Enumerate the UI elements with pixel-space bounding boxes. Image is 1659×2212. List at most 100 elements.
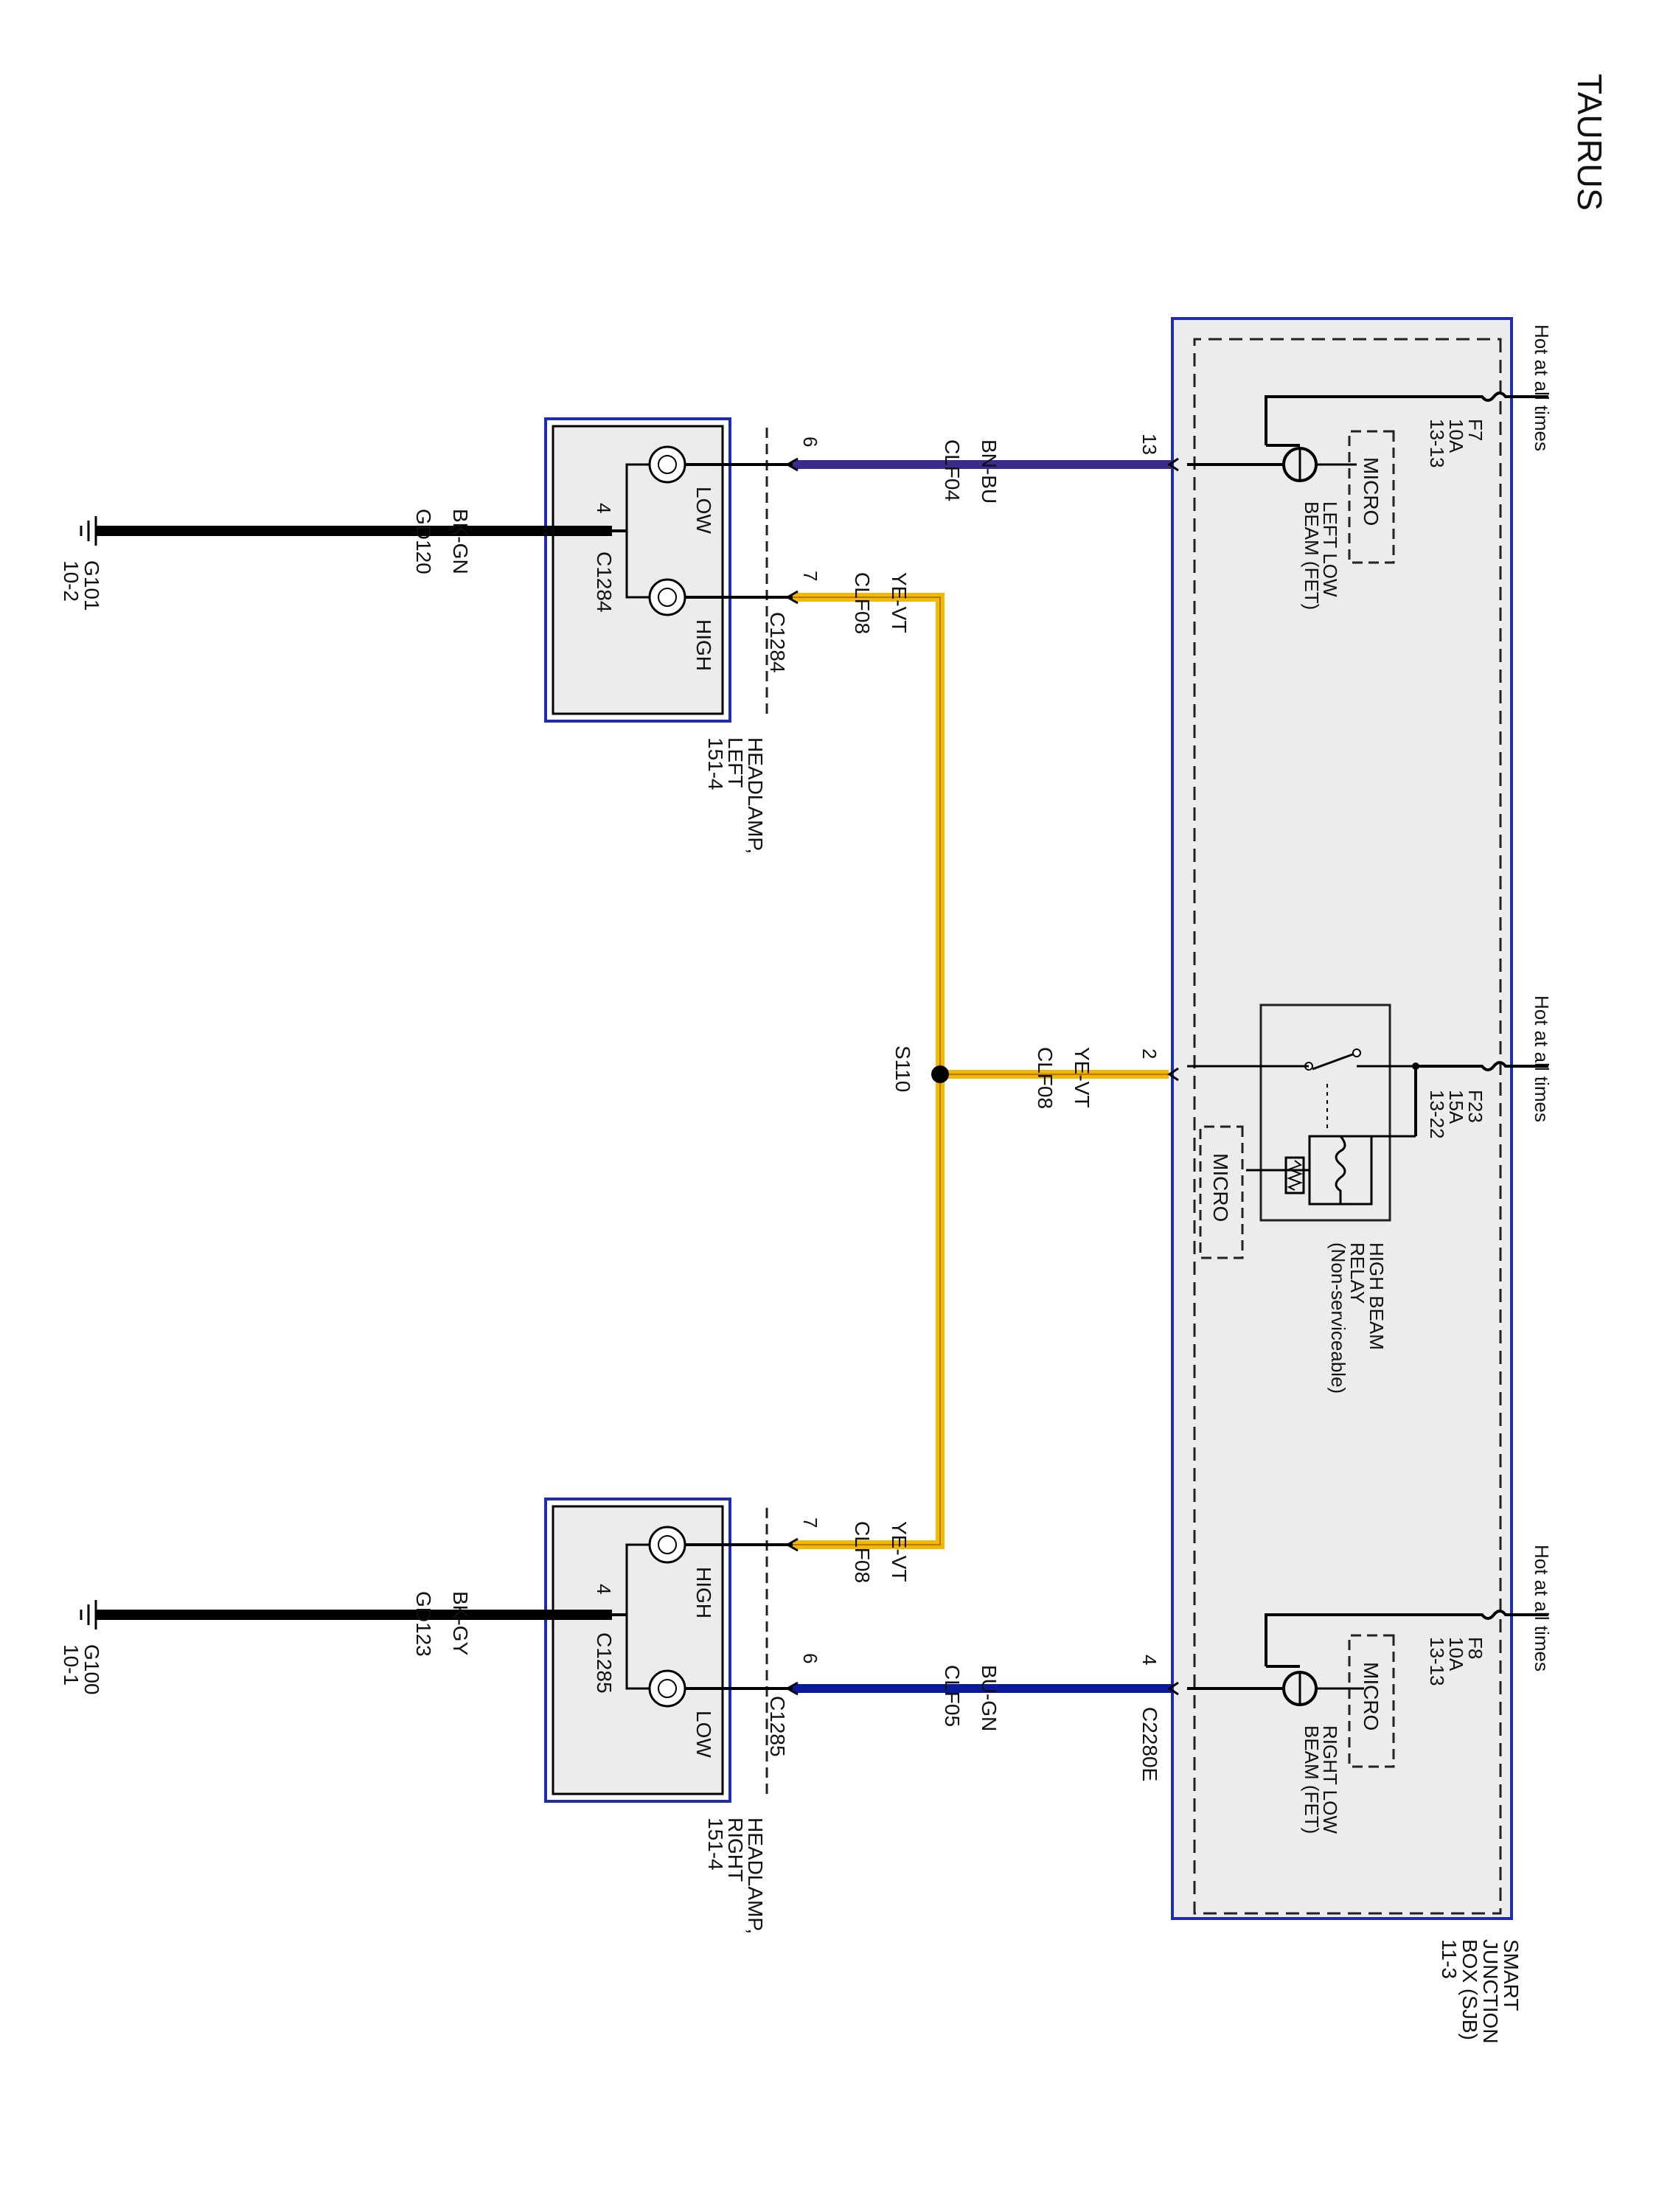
hl-left-low-label: LOW <box>692 487 715 534</box>
hl-left-pin-6: 6 <box>799 437 821 447</box>
f7-to-fet <box>1265 395 1445 445</box>
left-fet-label-2: BEAM (FET) <box>1301 501 1323 610</box>
wire-gd123-color: BK-GY <box>449 1591 472 1655</box>
hl-right-common <box>625 1543 649 1690</box>
relay-box <box>1259 1004 1391 1222</box>
bulb-icon-inner <box>658 1679 677 1698</box>
ground-g101-ref: 10-2 <box>60 560 83 602</box>
sjb-arrow-13 <box>1167 457 1179 472</box>
bulb-icon <box>648 445 686 484</box>
bulb-icon <box>648 1669 686 1708</box>
hot-label-f8: Hot at all times <box>1531 1545 1553 1672</box>
hl-left-pin-7: 7 <box>799 571 821 581</box>
hl-right-low-bulb: LOW <box>648 1669 715 1758</box>
fuse-f7-ref: 13-13 <box>1426 419 1448 468</box>
sjb-label-3: BOX (SJB) <box>1458 1939 1481 2040</box>
wire-clf08-left-circuit: CLF08 <box>851 572 874 634</box>
relay-contact-a <box>1352 1048 1361 1057</box>
micro-relay: MICRO <box>1199 1125 1244 1259</box>
sjb-connector-label: C2280E <box>1138 1707 1161 1781</box>
headlamp-left-inner <box>552 425 724 715</box>
splice-s110 <box>931 1065 949 1083</box>
fuse-f8-rating: 10A <box>1445 1637 1467 1672</box>
headlamp-right-outer <box>544 1498 731 1803</box>
hl-left-label-2: LEFT <box>724 737 747 787</box>
sjb-arrow-4 <box>1167 1681 1179 1696</box>
hl-right-high-bulb: HIGH <box>648 1526 715 1618</box>
fuse-f23-rating: 15A <box>1445 1090 1467 1124</box>
hl-left-label-1: HEADLAMP, <box>744 737 767 854</box>
fuse-f23-symbol <box>1416 1061 1512 1071</box>
bulb-icon-inner <box>658 455 677 474</box>
hot-label-f7: Hot at all times <box>1531 324 1553 451</box>
wire-gd120-color: BK-GN <box>449 509 472 574</box>
f8-to-fet <box>1265 1613 1445 1666</box>
fuse-f8-name: F8 <box>1464 1637 1486 1659</box>
right-low-fet: RIGHT LOW BEAM (FET) <box>1266 1665 1364 1834</box>
high-beam-relay: HIGH BEAM RELAY (Non-serviceable) <box>1187 1004 1475 1394</box>
relay-label-2: RELAY <box>1346 1242 1368 1304</box>
wire-clf08-left <box>793 593 945 1549</box>
micro-left: MICRO <box>1316 430 1395 564</box>
hl-left-connector-bottom: C1284 <box>593 552 616 613</box>
micro-left-label: MICRO <box>1360 457 1382 526</box>
ground-g101-name: G101 <box>80 560 103 611</box>
hl-right-pin-6: 6 <box>799 1653 821 1663</box>
bulb-icon <box>648 1526 686 1564</box>
hl-right-connector-top: C1285 <box>766 1696 789 1757</box>
fuse-f7-symbol <box>1445 392 1512 402</box>
sjb-pin-2: 2 <box>1138 1048 1161 1059</box>
micro-relay-box <box>1199 1125 1244 1259</box>
ground-g100-name: G100 <box>80 1644 103 1695</box>
wire-clf08-splice-circuit: CLF08 <box>1034 1047 1057 1109</box>
relay-label-3: (Non-serviceable) <box>1327 1242 1349 1394</box>
micro-right-label: MICRO <box>1360 1662 1382 1731</box>
wire-clf08-right-circuit: CLF08 <box>851 1521 874 1583</box>
page-title: TAURUS <box>1571 74 1609 211</box>
headlamp-right-inner <box>552 1505 724 1795</box>
relay-resistor-zigzag <box>1287 1160 1303 1191</box>
relay-resistor <box>1284 1156 1305 1194</box>
splice-s110-label: S110 <box>891 1046 914 1092</box>
wire-clf08-left-color: YE-VT <box>888 572 911 633</box>
hl-left-connector-top: C1284 <box>766 612 789 673</box>
fuse-f23-name: F23 <box>1464 1090 1486 1123</box>
micro-relay-label: MICRO <box>1209 1153 1232 1222</box>
wire-clf08-left-core <box>793 597 941 1545</box>
headlamp-left-outer <box>544 417 731 723</box>
hl-left-high-label: HIGH <box>692 619 715 671</box>
fuse-f8-symbol <box>1445 1610 1512 1620</box>
sjb-label-1: SMART <box>1500 1939 1523 2011</box>
fuse-f7-name: F7 <box>1464 419 1486 441</box>
sjb-pin-4: 4 <box>1138 1655 1161 1665</box>
hl-right-pin-4: 4 <box>593 1584 615 1594</box>
relay-coil-winding <box>1335 1135 1346 1204</box>
left-low-fet: LEFT LOW BEAM (FET) <box>1266 444 1357 610</box>
hl-right-label-2: RIGHT <box>724 1818 747 1882</box>
ground-g101: G101 10-2 <box>60 516 103 611</box>
fuse-f7-rating: 10A <box>1445 419 1467 453</box>
ground-g100: G100 10-1 <box>60 1600 103 1695</box>
sjb-label-4: 11-3 <box>1438 1939 1461 1979</box>
micro-right: MICRO <box>1348 1634 1395 1768</box>
hot-label-f23: Hot at all times <box>1531 995 1553 1122</box>
sjb-arrow-2 <box>1167 1067 1179 1082</box>
hl-right-label-3: 151-4 <box>704 1818 727 1871</box>
sjb-inner-dashed-box <box>1193 338 1502 1915</box>
right-fet-label-2: BEAM (FET) <box>1301 1725 1323 1834</box>
micro-right-box <box>1348 1634 1395 1768</box>
fuse-f8-ref: 13-13 <box>1426 1637 1448 1686</box>
hl-left-high-bulb: HIGH <box>648 578 715 671</box>
hl-left-pin-4: 4 <box>593 503 615 513</box>
bulb-icon <box>648 578 686 616</box>
wire-clf08-right-color: YE-VT <box>888 1521 911 1582</box>
left-fet-label-1: LEFT LOW <box>1319 501 1341 597</box>
fuse-f8: F8 10A 13-13 <box>1426 1610 1512 1686</box>
fuse-f23-ref: 13-22 <box>1426 1090 1448 1139</box>
relay-switch-arm <box>1312 1051 1357 1071</box>
bulb-icon-inner <box>658 588 677 607</box>
hl-right-label-1: HEADLAMP, <box>744 1818 767 1934</box>
wire-clf05-color: BU-GN <box>978 1665 1001 1731</box>
wire-clf04-circuit: CLF04 <box>941 439 964 501</box>
relay-label-1: HIGH BEAM <box>1366 1242 1388 1350</box>
